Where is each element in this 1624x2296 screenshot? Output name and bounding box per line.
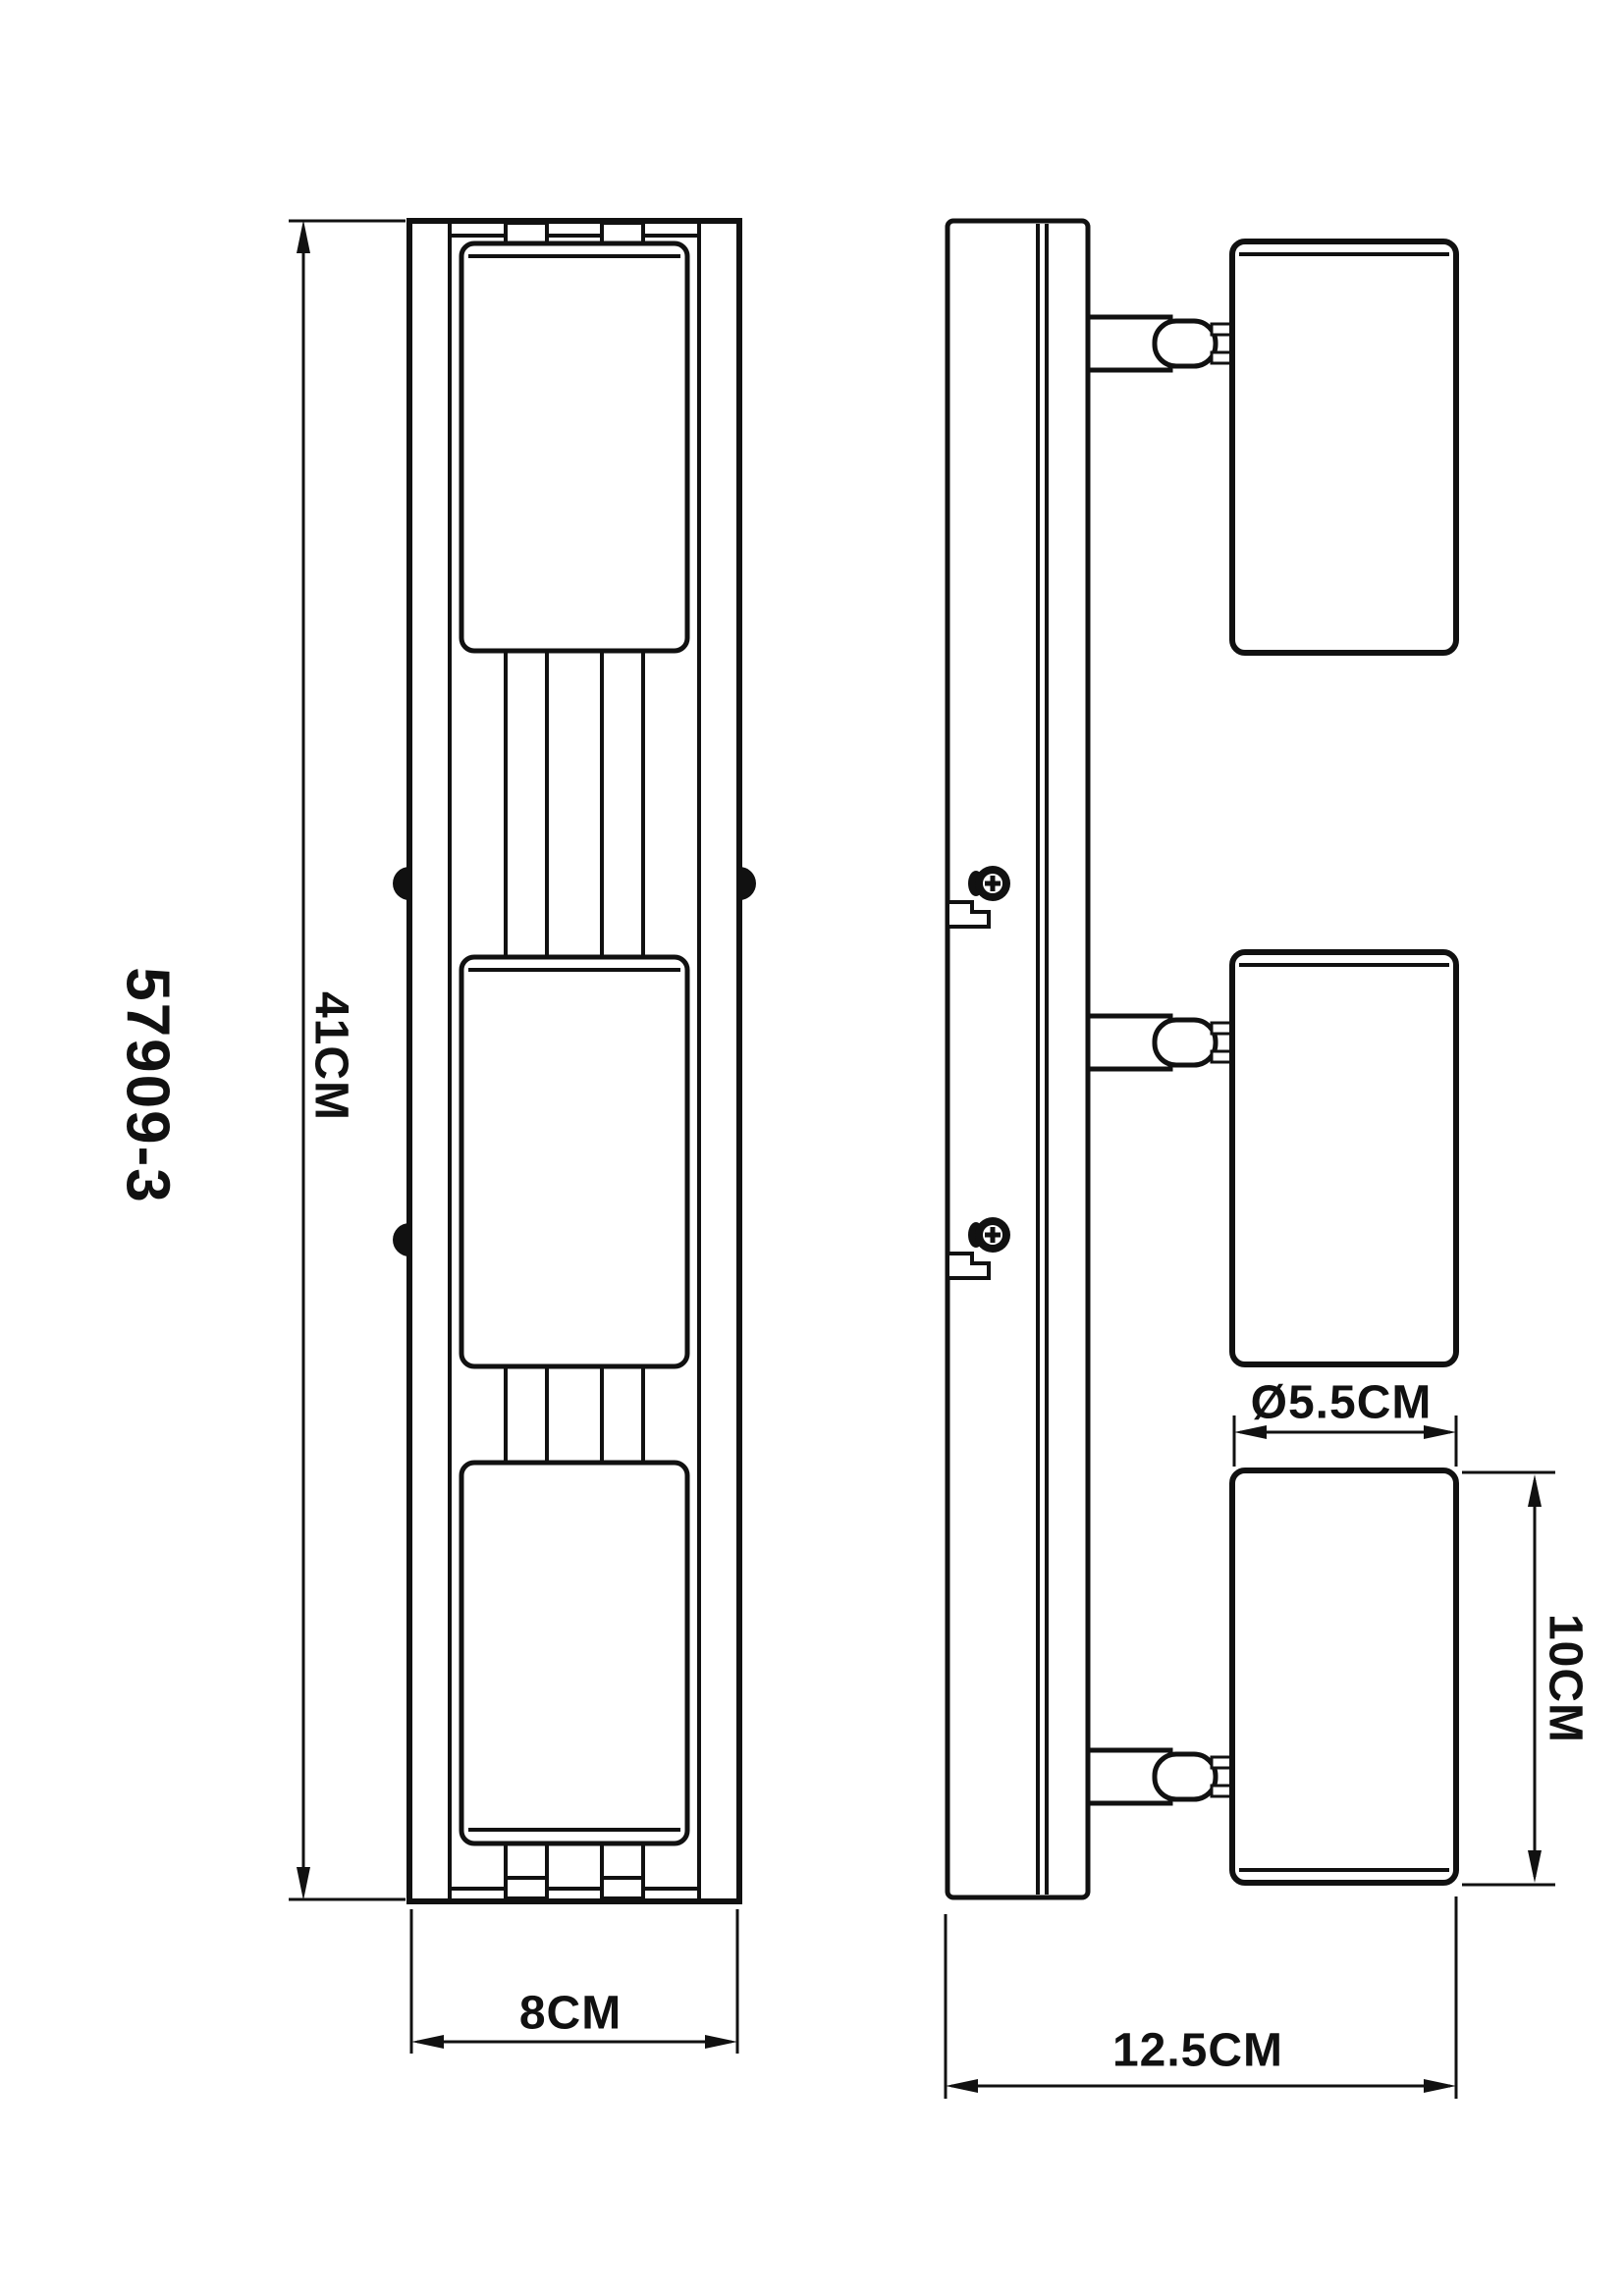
diameter-dimension-label: Ø5.5CM [1251, 1377, 1433, 1429]
spot-cylinder-top [1229, 239, 1459, 656]
bottom-tab-right [600, 1876, 645, 1900]
mounting-screw-lower [946, 1217, 1010, 1280]
hook-bracket [946, 1252, 991, 1280]
dimension-diameter-5_5cm: Ø5.5CM [1232, 1377, 1458, 1467]
arrowhead-right [1424, 2079, 1456, 2093]
arrowhead-left [946, 2079, 978, 2093]
model-number-label: 57909-3 [114, 967, 182, 1204]
arrowhead-right [705, 2035, 737, 2049]
lamp-head-middle-front [459, 954, 690, 1369]
spot-cylinder-bottom [1229, 1468, 1459, 1886]
edge-screw-bump-left-upper [393, 867, 409, 900]
arm-knuckle [1152, 1751, 1218, 1802]
edge-screw-bump-right-upper [739, 867, 756, 900]
arm-knuckle [1152, 318, 1218, 369]
arm-shaft [1085, 314, 1173, 373]
width-dimension-label: 8CM [519, 1988, 622, 2040]
dimension-depth-12_5cm: 12.5CM [944, 1896, 1458, 2099]
lamp-head-top-front [459, 240, 690, 654]
hook-bracket [946, 900, 991, 929]
arm-knuckle [1152, 1017, 1218, 1068]
arrowhead-up [1528, 1474, 1542, 1507]
arrowhead-up [297, 220, 310, 253]
pivot-arm-top [1085, 314, 1237, 373]
depth-dimension-label: 12.5CM [1112, 2025, 1283, 2077]
arrowhead-left [411, 2035, 444, 2049]
mounting-screw-upper [946, 866, 1010, 929]
spot-cylinder-middle [1229, 949, 1459, 1367]
front-view [393, 218, 756, 1904]
arrowhead-down [1528, 1850, 1542, 1883]
top-tab-left [504, 221, 549, 245]
phillips-slot-v [990, 876, 996, 891]
lamp-head-bottom-front [459, 1460, 690, 1846]
dimension-width-8cm: 8CM [409, 1909, 739, 2054]
height-dimension-label: 41CM [305, 991, 357, 1121]
arrowhead-left [1234, 1425, 1267, 1439]
phillips-slot-v [990, 1227, 996, 1243]
dimension-height-41cm: 41CM [289, 219, 406, 1901]
mounting-plate-outline [945, 218, 1091, 1900]
side-view [945, 218, 1459, 1900]
edge-screw-bump-left-lower [393, 1223, 409, 1256]
pivot-arm-middle [1085, 1013, 1237, 1072]
length-dimension-label: 10CM [1540, 1614, 1592, 1743]
pivot-arm-bottom [1085, 1747, 1237, 1806]
top-tab-right [600, 221, 645, 245]
arrowhead-right [1424, 1425, 1456, 1439]
arrowhead-down [297, 1867, 310, 1900]
bottom-tab-left [504, 1876, 549, 1900]
dimension-length-10cm: 10CM [1462, 1470, 1592, 1887]
